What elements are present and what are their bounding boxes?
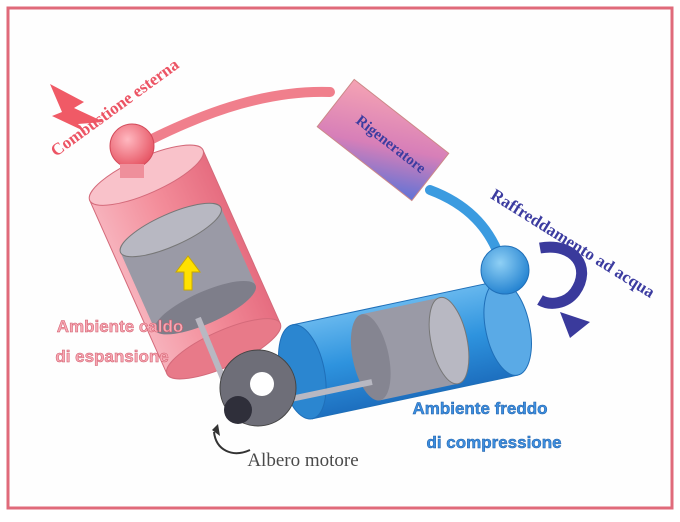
cold-ball xyxy=(481,246,529,294)
crankshaft-hole xyxy=(250,372,274,396)
ambiente-freddo-label-1: Ambiente freddo xyxy=(412,399,547,418)
ambiente-caldo-label-1: Ambiente caldo xyxy=(57,317,184,336)
crank-pin xyxy=(224,396,252,424)
albero-motore-label: Albero motore xyxy=(247,450,358,471)
hot-ball xyxy=(110,124,154,168)
hot-ball-neck xyxy=(120,164,144,178)
ambiente-freddo-label-2: di compressione xyxy=(426,433,561,452)
ambiente-caldo-label-2: di espansione xyxy=(55,347,168,366)
